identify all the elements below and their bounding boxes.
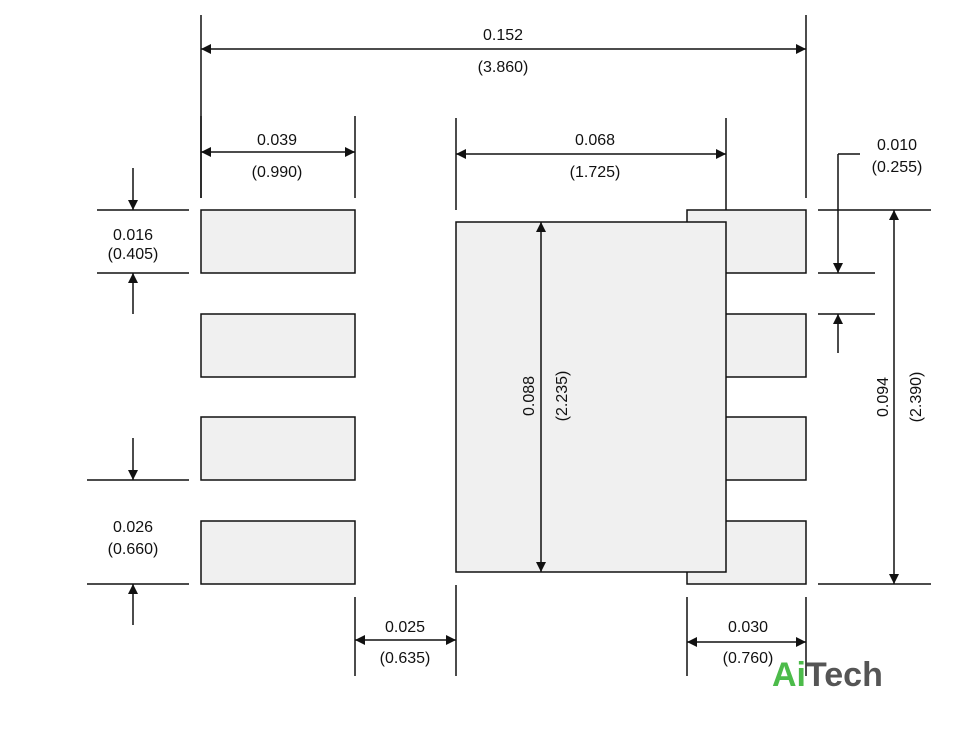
dim-gap: 0.025 (0.635) bbox=[354, 585, 457, 676]
dim-overall-height: 0.094 (2.390) bbox=[818, 209, 931, 585]
overall-height-in: 0.094 bbox=[875, 377, 892, 417]
right-offset-mm: (0.255) bbox=[872, 159, 923, 176]
aitech-logo: AiTech bbox=[772, 656, 883, 694]
dim-right-pad-length: 0.030 (0.760) bbox=[686, 597, 807, 676]
center-pad bbox=[455, 221, 727, 573]
pitch-in: 0.026 bbox=[113, 519, 153, 536]
overall-width-mm: (3.860) bbox=[478, 59, 529, 76]
dim-pad-length: 0.039 (0.990) bbox=[200, 116, 356, 198]
center-height-in: 0.088 bbox=[521, 376, 538, 416]
pad-width-in: 0.016 bbox=[113, 227, 153, 244]
left-pad-2 bbox=[200, 313, 356, 378]
logo-part-tech: Tech bbox=[806, 656, 883, 694]
right-offset-in: 0.010 bbox=[877, 137, 917, 154]
overall-width-in: 0.152 bbox=[483, 27, 523, 44]
dim-pad-width: 0.016 (0.405) bbox=[97, 168, 189, 314]
dim-pitch: 0.026 (0.660) bbox=[87, 438, 189, 625]
logo-part-ai: Ai bbox=[772, 656, 806, 694]
pad-width-mm: (0.405) bbox=[108, 246, 159, 263]
pitch-mm: (0.660) bbox=[108, 541, 159, 558]
center-width-in: 0.068 bbox=[575, 132, 615, 149]
right-pad-length-mm: (0.760) bbox=[723, 650, 774, 667]
right-pad-length-in: 0.030 bbox=[728, 619, 768, 636]
left-pad-1 bbox=[200, 209, 356, 274]
gap-in: 0.025 bbox=[385, 619, 425, 636]
overall-height-mm: (2.390) bbox=[908, 372, 925, 423]
pad-length-in: 0.039 bbox=[257, 132, 297, 149]
svg-text:AiTech: AiTech bbox=[772, 656, 883, 694]
center-width-mm: (1.725) bbox=[570, 164, 621, 181]
gap-mm: (0.635) bbox=[380, 650, 431, 667]
left-pad-3 bbox=[200, 416, 356, 481]
center-height-mm: (2.235) bbox=[554, 371, 571, 422]
pad-length-mm: (0.990) bbox=[252, 164, 303, 181]
dim-right-offset: 0.010 (0.255) bbox=[818, 137, 922, 353]
dim-center-width: 0.068 (1.725) bbox=[455, 118, 727, 210]
dim-center-height: 0.088 (2.235) bbox=[521, 222, 571, 572]
left-pad-4 bbox=[200, 520, 356, 585]
